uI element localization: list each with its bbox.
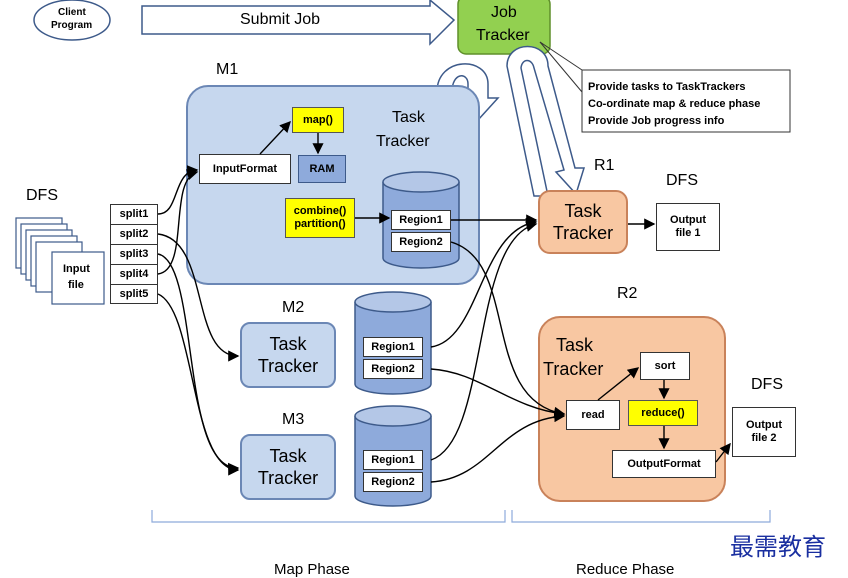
job-tracker-callout-line-2 [539, 41, 583, 71]
client-label-line2: Program [51, 20, 93, 31]
output-file-1: Output file 1 [656, 203, 720, 251]
r1-task-line2: Tracker [552, 223, 614, 243]
m3-label: M3 [282, 411, 305, 428]
combine-label: combine() [293, 205, 347, 218]
partition-label: partition() [294, 218, 346, 230]
submit-job-arrow [141, 0, 456, 46]
read-to-sort-arrow [597, 367, 640, 401]
split-item: split2 [110, 224, 158, 244]
m3-region2-box: Region2 [363, 472, 423, 492]
m3-region2-to-r2-arrow [430, 411, 566, 483]
output-file-1-line2: file 1 [675, 227, 701, 239]
outputformat-to-file2-arrow [715, 442, 731, 463]
split2-to-m2-arrow [157, 233, 240, 362]
m3-region1-to-r1-arrow [430, 220, 538, 461]
input-file-label-line1: Input [63, 263, 90, 275]
dfs-left-label: DFS [26, 187, 58, 204]
r1-task-line1: Task [564, 200, 602, 221]
m2-region1-box: Region1 [363, 337, 423, 357]
m2-region2-box: Region2 [363, 359, 423, 379]
r1-label: R1 [594, 157, 615, 174]
client-program-node [33, 0, 111, 41]
r2-dfs-label: DFS [751, 376, 783, 393]
r1-task-tracker: Task Tracker [538, 190, 628, 254]
m1-region1-box: Region1 [391, 210, 451, 230]
reduce-phase-brace [511, 510, 771, 523]
m1-task-label-line1: Task [392, 109, 425, 126]
map-phase-brace [151, 510, 506, 523]
job-tracker-notes-box [581, 69, 791, 133]
m1-region2-box: Region2 [391, 232, 451, 252]
split-item: split1 [110, 204, 158, 224]
r1-heartbeat-arrow [506, 45, 586, 197]
output-file-2: Output file 2 [732, 407, 796, 457]
split3-to-m3-arrow [157, 253, 240, 474]
split-item: split3 [110, 244, 158, 264]
inputformat-to-map-arrow [259, 120, 291, 155]
output-file-2-line2: file 2 [751, 432, 777, 444]
read-box: read [566, 400, 620, 430]
m3-task-line1: Task [269, 445, 307, 466]
client-label-line1: Client [58, 7, 86, 18]
output-file-1-line1: Output [669, 214, 707, 227]
m2-task-line2: Tracker [257, 356, 319, 376]
split-column: split1 split2 split3 split4 split5 [110, 204, 158, 304]
job-tracker-label-line2: Tracker [476, 27, 530, 44]
split-item: split4 [110, 264, 158, 284]
job-tracker-node [457, 0, 551, 55]
output-format-box: OutputFormat [612, 450, 716, 478]
input-file-label-line2: file [68, 279, 84, 291]
job-tracker-callout-line [539, 41, 583, 93]
sort-box: sort [640, 352, 690, 380]
reduce-function-box: reduce() [628, 400, 698, 426]
input-format-box: InputFormat [199, 154, 291, 184]
ram-box: RAM [298, 155, 346, 183]
m1-task-label-line2: Tracker [376, 133, 430, 150]
job-tracker-note-2: Co-ordinate map & reduce phase [588, 98, 761, 110]
m3-task-line2: Tracker [257, 468, 319, 488]
m3-task-tracker: Task Tracker [240, 434, 336, 500]
m2-task-tracker: Task Tracker [240, 322, 336, 388]
split-item: split5 [110, 284, 158, 304]
r2-task-line2: Tracker [543, 359, 604, 379]
split4-to-m1-arrow [157, 169, 199, 275]
submit-job-label: Submit Job [240, 11, 321, 28]
r2-task-line1: Task [556, 335, 594, 355]
output-file-2-line1: Output [745, 419, 783, 432]
r1-dfs-label: DFS [666, 172, 698, 189]
combine-partition-box: combine() partition() [285, 198, 355, 238]
input-file-stack [15, 217, 105, 305]
r2-label: R2 [617, 285, 638, 302]
split5-to-m3-arrow [157, 293, 240, 476]
watermark-text: 最需教育 [730, 533, 826, 561]
m1-label: M1 [216, 61, 239, 78]
m2-region2-to-r2-arrow [430, 368, 566, 419]
m2-task-line1: Task [269, 333, 307, 354]
job-tracker-note-3: Provide Job progress info [588, 115, 725, 127]
split1-to-m1-arrow [157, 165, 199, 215]
m1-region2-to-r2-arrow [450, 241, 566, 418]
job-tracker-label-line1: Job [491, 4, 517, 21]
m3-region1-box: Region1 [363, 450, 423, 470]
m2-region1-to-r1-arrow [430, 217, 538, 348]
m2-label: M2 [282, 299, 305, 316]
map-function-box: map() [292, 107, 344, 133]
job-tracker-note-1: Provide tasks to TaskTrackers [588, 81, 746, 93]
